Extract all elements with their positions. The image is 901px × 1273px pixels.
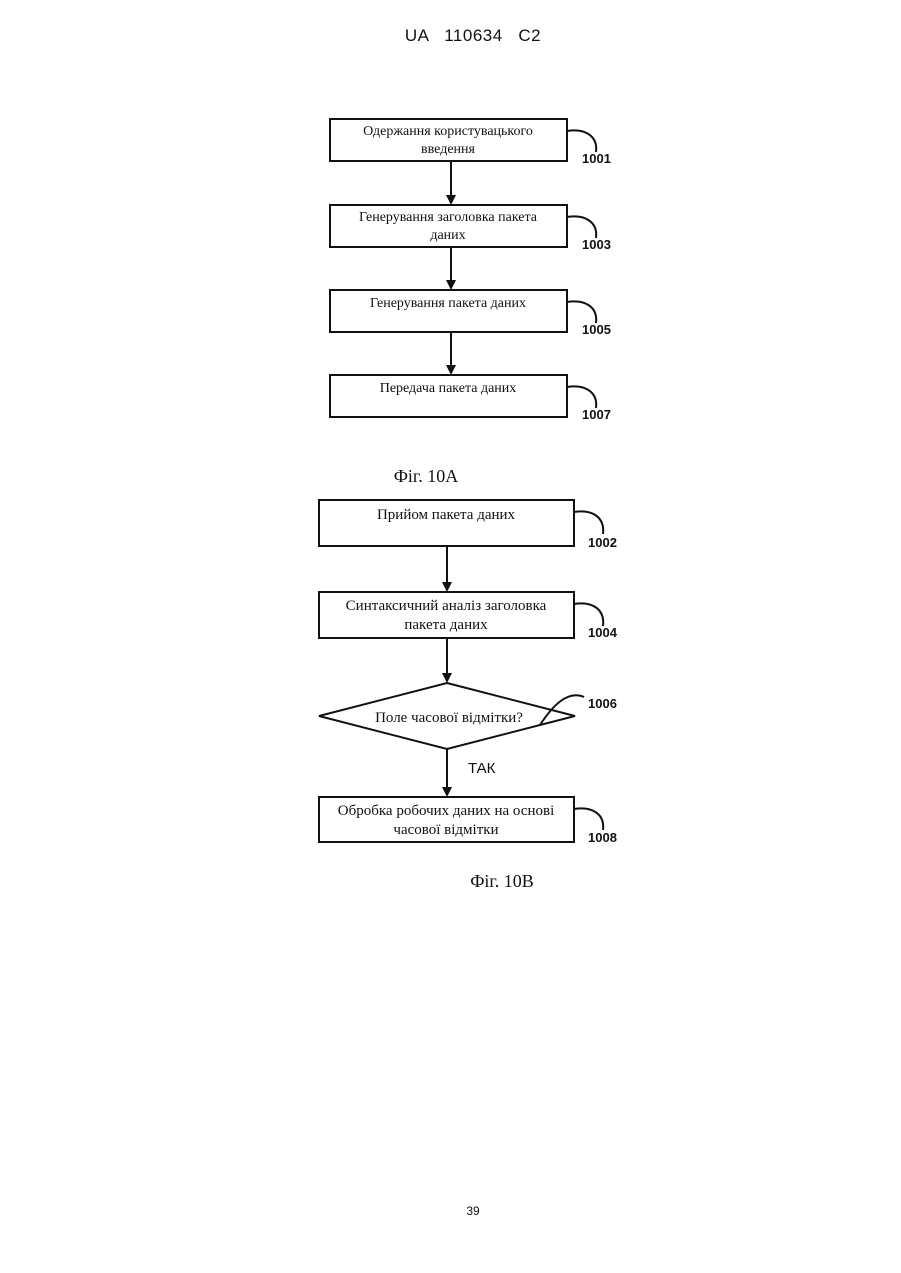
reference-number: 1008 — [588, 830, 617, 845]
yes-branch-label: ТАК — [468, 760, 496, 777]
step-label-line: часової відмітки — [393, 822, 498, 838]
step-1002: Прийом пакета даних 1002 — [319, 500, 617, 550]
step-label-line: Обробка робочих даних на основі — [338, 803, 554, 819]
reference-number: 1005 — [582, 322, 611, 337]
step-label-line: Передача пакета даних — [380, 381, 517, 396]
figure-10a: Одержання користувацького введення 1001 … — [330, 119, 611, 486]
step-label-line: Одержання користувацького — [363, 124, 533, 139]
decision-label: Поле часової відмітки? — [375, 710, 523, 726]
figure-10b: Прийом пакета даних 1002 Синтаксичний ан… — [319, 500, 618, 891]
reference-leader — [574, 511, 603, 534]
figure-caption: Фіг. 10В — [470, 871, 534, 891]
reference-number: 1003 — [582, 237, 611, 252]
reference-leader — [574, 603, 603, 626]
step-label-line: введення — [421, 142, 475, 157]
step-1005: Генерування пакета даних 1005 — [330, 290, 611, 337]
reference-leader — [567, 216, 596, 238]
reference-number: 1006 — [588, 696, 617, 711]
step-label-line: пакета даних — [404, 617, 488, 633]
step-label-line: даних — [430, 228, 465, 243]
reference-number: 1004 — [588, 625, 618, 640]
step-1003: Генерування заголовка пакета даних 1003 — [330, 205, 611, 252]
reference-number: 1002 — [588, 535, 617, 550]
reference-leader — [567, 386, 596, 408]
reference-number: 1007 — [582, 407, 611, 422]
step-1007: Передача пакета даних 1007 — [330, 375, 611, 422]
step-1008: Обробка робочих даних на основі часової … — [319, 797, 617, 845]
step-label-line: Генерування заголовка пакета — [359, 210, 538, 225]
reference-number: 1001 — [582, 151, 611, 166]
step-label-line: Синтаксичний аналіз заголовка — [346, 598, 547, 614]
step-label-line: Прийом пакета даних — [377, 507, 516, 523]
step-1004: Синтаксичний аналіз заголовка пакета дан… — [319, 592, 618, 640]
reference-leader — [567, 130, 596, 152]
page-number: 39 — [0, 1204, 901, 1218]
decision-1006: Поле часової відмітки? 1006 — [319, 683, 617, 749]
reference-leader — [574, 808, 603, 830]
step-1001: Одержання користувацького введення 1001 — [330, 119, 611, 166]
step-label-line: Генерування пакета даних — [370, 296, 526, 311]
reference-leader — [567, 301, 596, 323]
figure-caption: Фіг. 10А — [394, 466, 459, 486]
